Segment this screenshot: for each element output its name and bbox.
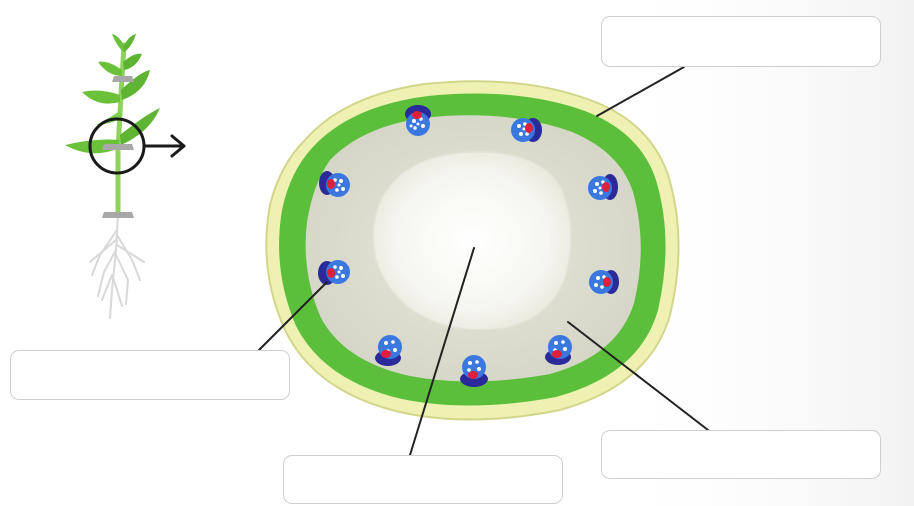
chloroplast	[405, 105, 431, 136]
label-box-left[interactable]	[10, 350, 290, 400]
plant-roots	[90, 215, 144, 318]
label-box-right[interactable]	[601, 430, 881, 479]
vacuole	[373, 152, 571, 330]
chloroplast	[318, 260, 350, 285]
chloroplast	[589, 270, 619, 294]
plant-illustration	[65, 34, 184, 318]
arrow-right-icon	[144, 136, 184, 156]
chloroplast	[511, 118, 542, 142]
label-box-bottom[interactable]	[283, 455, 563, 504]
label-box-top-right[interactable]	[601, 16, 881, 67]
plant-leaves	[65, 34, 160, 153]
